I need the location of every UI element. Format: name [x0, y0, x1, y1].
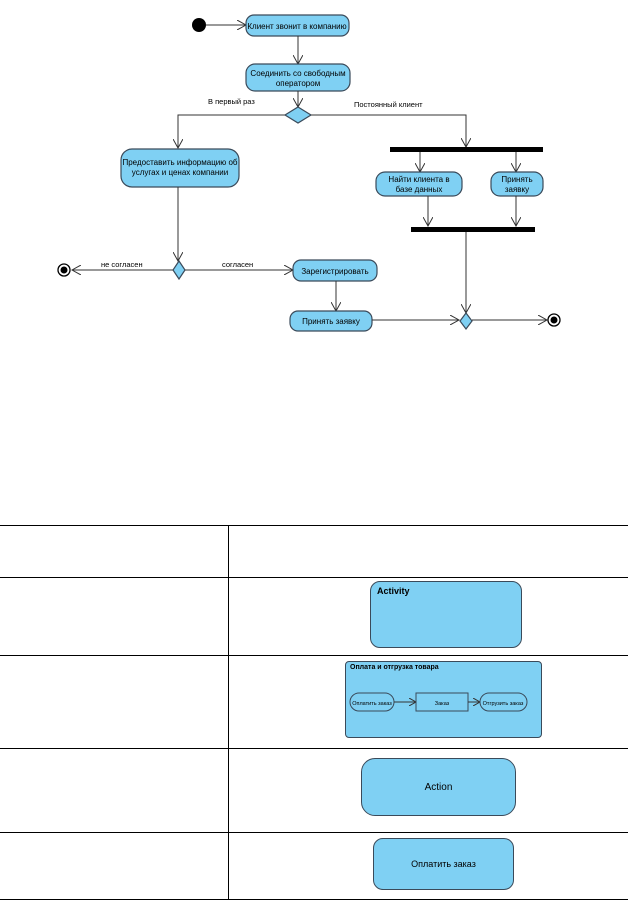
final-node-left-inner	[60, 266, 68, 274]
action-sample: Action	[361, 758, 516, 816]
node-find-client	[375, 171, 463, 197]
edge-label-regular-client: Постоянный клиент	[354, 100, 423, 109]
pay-order-label: Оплатить заказ	[352, 701, 392, 707]
partition-sample: Оплата и отгрузка товара Оплатить заказ …	[345, 661, 542, 738]
action-sample-label: Action	[424, 781, 453, 793]
node-connect-label-2: оператором	[276, 79, 320, 88]
activity-sample-label: Activity	[377, 586, 410, 596]
node-accept-label-1: Принять	[501, 175, 532, 184]
node-find-label-1: Найти клиента в	[388, 175, 449, 184]
initial-node	[192, 18, 206, 32]
table-row-action-example: Оплатить заказ	[0, 833, 628, 900]
table-column-divider	[228, 578, 229, 655]
decision-agree	[172, 259, 186, 281]
table-column-divider	[228, 833, 229, 899]
table-row-header	[0, 525, 628, 578]
node-provide-label-1: Предоставить информацию об	[122, 158, 237, 167]
decision-client-type	[283, 106, 313, 124]
partition-title: Оплата и отгрузка товара	[350, 664, 439, 671]
pay-order-action-sample: Оплатить заказ	[373, 838, 514, 890]
edge-label-disagree: не согласен	[101, 260, 143, 269]
ship-order-label: Отгрузить заказ	[483, 701, 524, 707]
node-accept-label-2: заявку	[505, 185, 529, 194]
activity-sample: Activity	[370, 581, 522, 648]
node-provide-info	[120, 148, 240, 188]
node-accept-short	[490, 171, 544, 197]
edge-label-first-time: В первый раз	[208, 97, 255, 106]
table-column-divider	[228, 525, 229, 577]
node-connect-label-1: Соединить со свободным	[250, 69, 345, 78]
order-label: Заказ	[435, 701, 450, 707]
node-client-calls-label: Клиент звонит в компанию	[247, 22, 346, 31]
partition-flow: Оплатить заказ Заказ Отгрузить заказ	[349, 692, 528, 712]
table-row-action: Action	[0, 749, 628, 833]
final-node-right-inner	[550, 316, 558, 324]
table-row-partition: Оплата и отгрузка товара Оплатить заказ …	[0, 656, 628, 749]
table-column-divider	[228, 749, 229, 832]
pay-order-action-label: Оплатить заказ	[411, 859, 476, 869]
table-row-activity: Activity	[0, 578, 628, 656]
node-accept-request	[289, 310, 373, 332]
node-register-label: Зарегистрировать	[301, 267, 368, 276]
fork-bar	[390, 147, 543, 152]
activity-diagram: Клиент звонит в компанию Соединить со св…	[57, 14, 561, 332]
merge-node	[459, 312, 473, 330]
node-find-label-2: базе данных	[396, 185, 443, 194]
notation-table: Activity Оплата и отгрузка товара Оплати…	[0, 525, 628, 900]
node-provide-label-2: услугах и ценах компании	[132, 168, 228, 177]
node-accept-request-label: Принять заявку	[302, 317, 360, 326]
join-bar	[411, 227, 535, 232]
table-column-divider	[228, 656, 229, 748]
table-top-border	[0, 525, 628, 526]
ship-order-node	[479, 692, 528, 712]
node-register	[292, 259, 378, 282]
edge-label-agree: согласен	[222, 260, 253, 269]
